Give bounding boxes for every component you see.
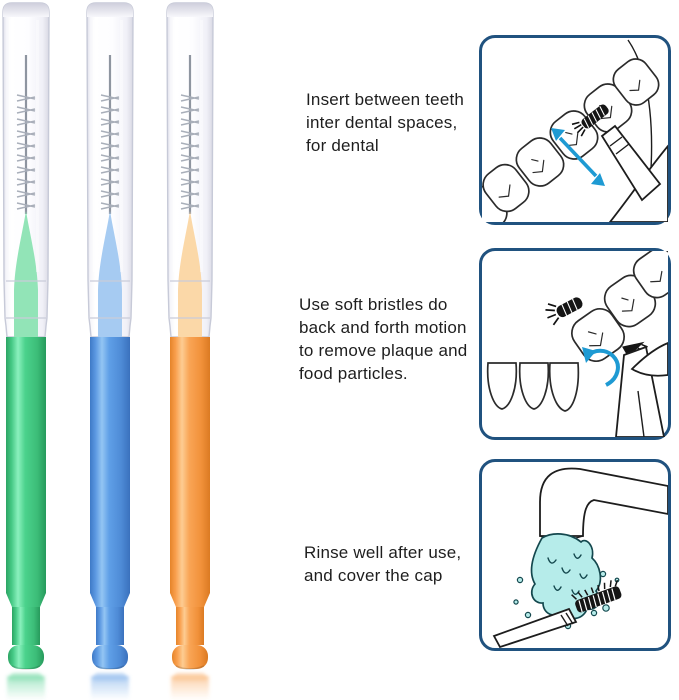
- neck-cone: [98, 211, 122, 337]
- front-tooth: [548, 362, 580, 412]
- brush-handle: [600, 124, 662, 202]
- handle-neck: [12, 607, 40, 645]
- handle: [6, 337, 46, 593]
- handle-step: [609, 136, 630, 155]
- handle: [90, 337, 130, 593]
- cap-gloss-2: [120, 20, 123, 272]
- cap-gloss-2: [36, 20, 39, 272]
- bottom-bulge: [8, 645, 44, 669]
- cap-rings: [90, 280, 130, 319]
- insert-brush-between-teeth-illustration: [482, 39, 668, 222]
- insert-direction-arrow: [551, 128, 605, 186]
- bulge-shade: [95, 665, 125, 670]
- brush-bristles: [16, 94, 36, 210]
- cap-top-rim: [167, 3, 213, 17]
- cap-rings: [170, 280, 210, 319]
- water-ripples: [547, 553, 588, 595]
- step-3-illustration-panel: [479, 459, 671, 651]
- step-2-line-4: food particles.: [299, 364, 408, 383]
- handle-shoulder: [170, 593, 210, 607]
- step-2-illustration-panel: [479, 248, 671, 440]
- tooth: [515, 137, 565, 187]
- neck-cone: [14, 211, 38, 337]
- rinse-brush-under-running-water-illustration: [492, 467, 668, 648]
- floor-reflection: [91, 673, 129, 700]
- step-2-line-1: Use soft bristles do: [299, 295, 448, 314]
- front-tooth: [518, 362, 550, 410]
- step-1-text: Insert between teeth inter dental spaces…: [306, 88, 464, 157]
- interdental-brush-green: [2, 2, 50, 700]
- thumb: [630, 342, 668, 377]
- interdental-brush-blue: [86, 2, 134, 700]
- step-1-line-1: Insert between teeth: [306, 90, 465, 109]
- faucet: [539, 467, 668, 537]
- cap-gloss-2: [200, 20, 203, 272]
- brush-head: [571, 579, 622, 613]
- cap-top-rim: [87, 3, 133, 17]
- cap-gloss: [173, 20, 178, 272]
- cap-top-rim: [3, 3, 49, 17]
- bulge-shade: [11, 665, 41, 670]
- step-3-text: Rinse well after use, and cover the cap: [304, 541, 461, 587]
- interdental-brush-orange: [166, 2, 214, 700]
- rotation-arrow: [582, 347, 620, 387]
- handle-neck: [176, 607, 204, 645]
- step-3-line-2: and cover the cap: [304, 566, 443, 585]
- brush-handle: [492, 607, 578, 648]
- handle: [170, 337, 210, 593]
- cap-gloss: [9, 20, 14, 272]
- bottom-bulge: [92, 645, 128, 669]
- brush-head-left: [545, 297, 583, 326]
- bottom-bulge: [172, 645, 208, 669]
- brush-head: [571, 104, 609, 137]
- finger-line: [637, 390, 645, 437]
- step-1-line-2: inter dental spaces,: [306, 113, 458, 132]
- step-3-line-1: Rinse well after use,: [304, 543, 462, 562]
- step-2-text: Use soft bristles do back and forth moti…: [299, 293, 467, 385]
- step-1-illustration-panel: [479, 35, 671, 225]
- neck-cone: [178, 211, 202, 337]
- floor-reflection: [7, 673, 45, 700]
- step-2-line-2: back and forth motion: [299, 318, 467, 337]
- hand: [615, 345, 665, 437]
- handle-neck: [96, 607, 124, 645]
- handle-shoulder: [6, 593, 46, 607]
- handle-shoulder: [90, 593, 130, 607]
- front-tooth: [486, 362, 518, 410]
- step-2-line-3: to remove plaque and: [299, 341, 468, 360]
- tooth: [482, 163, 530, 213]
- tooth: [612, 58, 660, 106]
- tooth: [632, 251, 668, 299]
- step-1-line-3: for dental: [306, 136, 379, 155]
- cap-gloss: [93, 20, 98, 272]
- cap-rings: [6, 280, 46, 319]
- floor-reflection: [171, 673, 209, 700]
- back-and-forth-brushing-motion-illustration: [486, 251, 668, 437]
- bulge-shade: [175, 665, 205, 670]
- brush-bristles: [180, 94, 200, 210]
- ferrule-lines: [560, 612, 574, 627]
- brush-bristles: [100, 94, 120, 210]
